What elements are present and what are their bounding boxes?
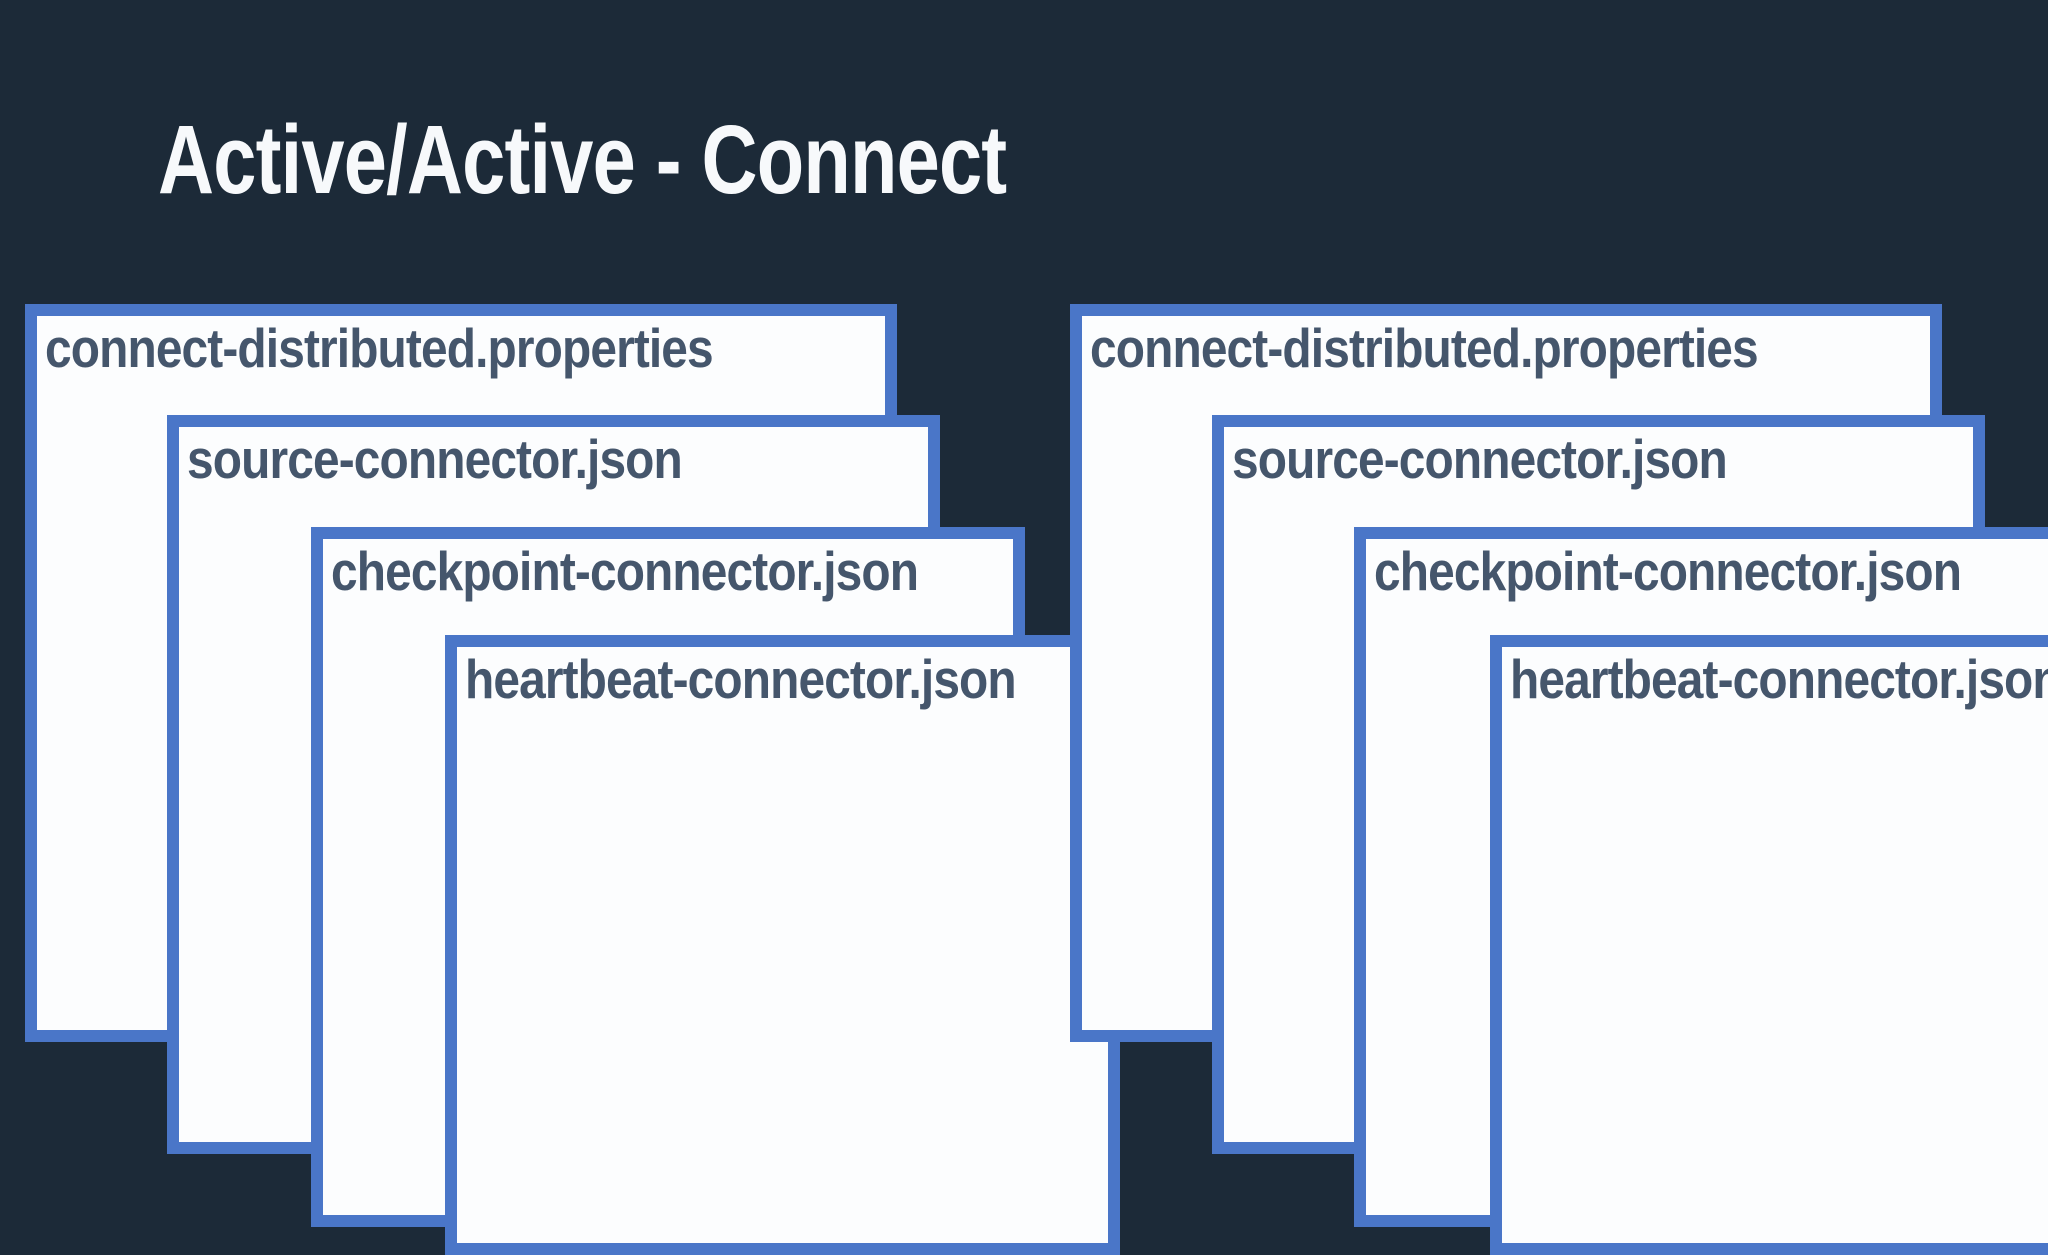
connect-cluster-stack-left: connect-distributed.properties source-co… <box>25 304 1120 1255</box>
connect-cluster-stack-right: connect-distributed.properties source-co… <box>1070 304 2048 1255</box>
file-name-label: connect-distributed.properties <box>45 317 714 379</box>
file-name-label: source-connector.json <box>1232 428 1728 490</box>
slide-title: Active/Active - Connect <box>158 105 1007 214</box>
file-name-label: heartbeat-connector.json <box>1510 648 2048 710</box>
file-name-label: checkpoint-connector.json <box>1374 540 1962 602</box>
file-name-label: connect-distributed.properties <box>1090 317 1759 379</box>
file-name-label: heartbeat-connector.json <box>465 648 1017 710</box>
file-name-label: checkpoint-connector.json <box>331 540 919 602</box>
file-name-label: source-connector.json <box>187 428 683 490</box>
slide-active-active-connect: { "slide": { "title": "Active/Active - C… <box>25 105 2048 1255</box>
file-card-heartbeat-connector-json: heartbeat-connector.json <box>1490 635 2048 1255</box>
